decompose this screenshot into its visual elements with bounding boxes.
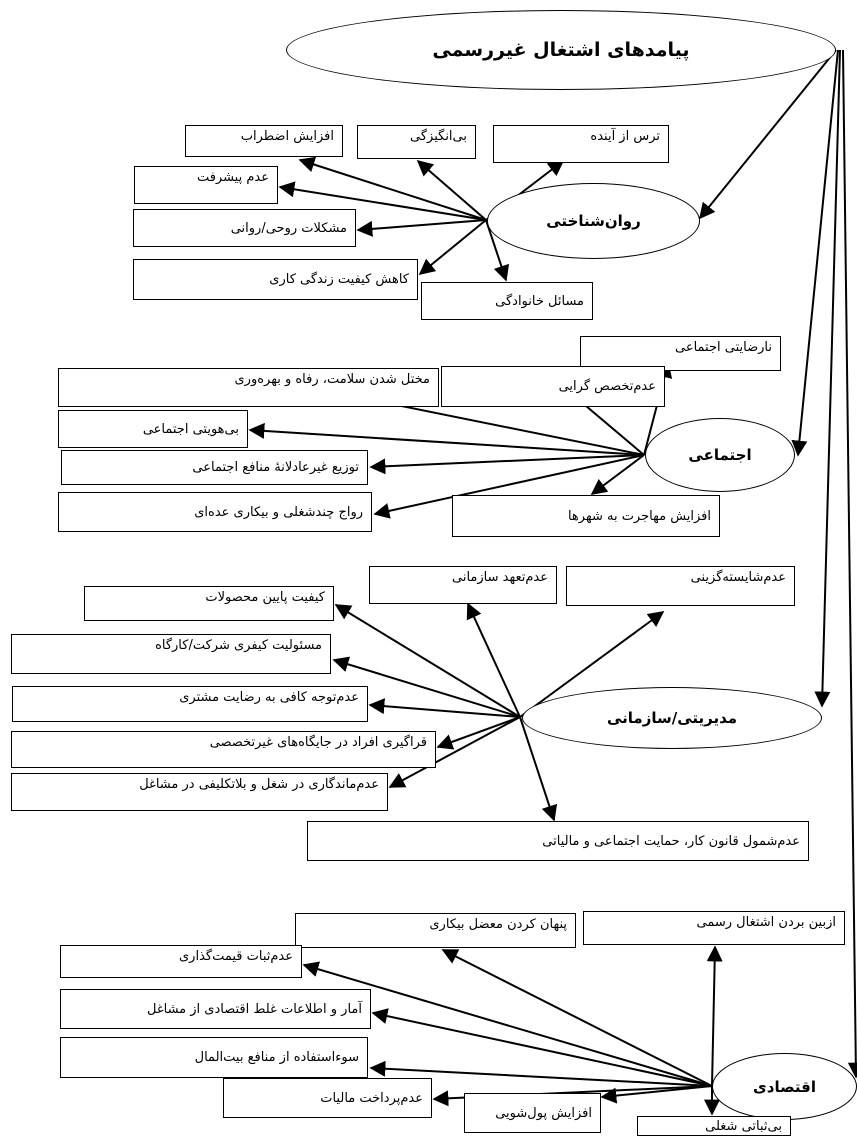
connector-arrow <box>388 716 521 788</box>
connector-arrow <box>368 698 521 718</box>
item-tax-evasion: عدم‌پرداخت مالیات <box>223 1078 432 1118</box>
connector-arrow <box>441 949 713 1087</box>
item-lack-of-specialization: عدم‌تخصص گرایی <box>441 366 665 407</box>
connector-arrow <box>600 1085 713 1104</box>
item-wrong-economic-stats: آمار و اطلاعات غلط اقتصادی از مشاغل <box>60 989 371 1029</box>
connector-arrow <box>706 945 723 1087</box>
category-label-economic: اقتصادی <box>753 1077 816 1096</box>
item-lack-of-motivation: بی‌انگیزگی <box>357 125 476 159</box>
item-job-insecurity: بی‌ثباتی شغلی <box>637 1116 791 1136</box>
connector-arrow <box>466 602 521 718</box>
item-quality-of-work-life: کاهش کیفیت زندگی کاری <box>133 259 418 300</box>
connector-arrow <box>371 1008 713 1087</box>
item-customer-satisfaction: عدم‌توجه کافی به رضایت مشتری <box>12 686 368 722</box>
item-price-instability: عدم‌ثبات قیمت‌گذاری <box>60 945 302 978</box>
connector-arrow <box>436 716 521 750</box>
item-lack-of-org-commitment: عدم‌تعهد سازمانی <box>369 566 557 604</box>
connector-arrow <box>418 219 487 276</box>
item-social-dissatisfaction: نارضایتی اجتماعی <box>580 336 781 371</box>
connector-arrow <box>698 49 837 220</box>
connector-arrow <box>791 49 839 457</box>
item-hide-unemployment: پنهان کردن معضل بیکاری <box>295 913 576 948</box>
connector-arrow <box>302 961 713 1087</box>
connector-arrow <box>590 454 645 495</box>
item-social-identity-loss: بی‌هویتی اجتماعی <box>58 410 248 448</box>
item-mental-problems: مشکلات روحی/روانی <box>133 209 356 247</box>
item-non-specialist-placement: قراگیری افراد در جایگاه‌های غیرتخصصی <box>11 731 436 768</box>
item-family-issues: مسائل خانوادگی <box>421 282 593 320</box>
connector-arrow <box>373 454 645 519</box>
category-label-managerial: مدیریتی/سازمانی <box>606 709 738 727</box>
item-labor-law-exclusion: عدم‌شمول قانون کار، حمایت اجتماعی و مالی… <box>307 821 809 861</box>
connector-arrow <box>519 611 665 718</box>
item-fear-of-future: ترس از آینده <box>493 125 669 163</box>
category-label-psychological: روان‌شناختی <box>546 212 641 230</box>
item-urban-migration: افزایش مهاجرت به شهرها <box>452 495 720 537</box>
category-oval-economic: اقتصادی <box>712 1053 857 1120</box>
item-eliminate-formal-employment: از‌بین بردن اشتغال رسمی <box>583 911 845 945</box>
connector-arrow <box>248 422 645 456</box>
connector-arrow <box>519 716 558 822</box>
connector-arrow <box>278 181 487 221</box>
connector-arrow <box>369 1060 713 1087</box>
connector-arrow <box>842 49 857 1079</box>
connector-arrow <box>369 454 645 475</box>
category-oval-managerial: مدیریتی/سازمانی <box>522 687 822 749</box>
connector-arrow <box>356 219 487 237</box>
item-lack-of-meritocracy: عدم‌شایسته‌گزینی <box>566 566 795 606</box>
connector-arrow <box>814 49 841 708</box>
connector-arrow <box>334 604 521 718</box>
item-low-product-quality: کیفیت پایین محصولات <box>84 586 334 621</box>
title-oval: پیامدهای اشتغال غیررسمی <box>286 10 836 90</box>
item-money-laundering: افزایش پول‌شویی <box>464 1093 601 1133</box>
connector-arrow <box>332 656 521 718</box>
connector-arrow <box>298 156 487 221</box>
diagram-title: پیامدهای اشتغال غیررسمی <box>432 39 690 61</box>
item-increased-anxiety: افزایش اضطراب <box>185 125 343 157</box>
item-lack-of-progress: عدم پیشرفت <box>134 166 278 204</box>
item-multiple-jobs-unemployment: رواج چندشغلی و بیکاری عده‌ای <box>58 492 372 532</box>
item-unfair-distribution: توزیع غیرعادلانهٔ منافع اجتماعی <box>61 450 368 485</box>
item-criminal-liability: مسئولیت کیفری شرکت/کارگاه <box>11 634 331 674</box>
item-misuse-public-funds: سوءاستفاده از منافع بیت‌المال <box>60 1037 368 1078</box>
category-oval-psychological: روان‌شناختی <box>487 183 700 259</box>
connector-arrow <box>416 159 487 221</box>
item-disrupted-health-welfare: مختل شدن سلامت، رفاه و بهره‌وری <box>58 368 439 407</box>
item-job-instability: عدم‌ماندگاری در شغل و بلاتکلیفی در مشاغل <box>11 773 388 811</box>
category-oval-social: اجتماعی <box>645 418 795 492</box>
category-label-social: اجتماعی <box>688 446 752 464</box>
